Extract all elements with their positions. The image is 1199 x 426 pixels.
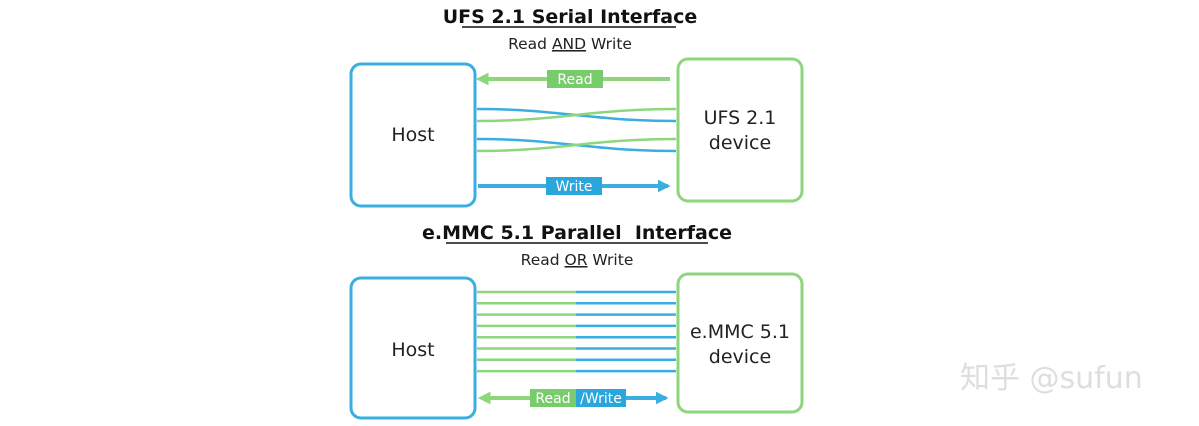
emmc-device-box xyxy=(676,272,804,414)
emmc-write-label: /Write xyxy=(580,391,622,407)
ufs-device-label-line1: UFS 2.1 xyxy=(704,107,777,129)
emmc-read-label-bg xyxy=(530,389,576,407)
ufs-serial-lanes xyxy=(476,107,677,153)
ufs-title: UFS 2.1 Serial Interface xyxy=(443,6,698,28)
ufs-lane-rx-2 xyxy=(476,137,677,153)
ufs-device-label-line2: device xyxy=(709,132,771,154)
emmc-subtitle-prefix: Read xyxy=(521,251,565,269)
emmc-write-label-bg xyxy=(576,389,626,407)
ufs-device-box xyxy=(676,57,804,203)
ufs-read-label: Read xyxy=(557,72,592,88)
emmc-device-label-line2: device xyxy=(709,346,771,368)
emmc-section: e.MMC 5.1 Parallel Interface Read OR Wri… xyxy=(349,222,804,420)
ufs-write-label-bg xyxy=(546,177,602,195)
ufs-write-label: Write xyxy=(556,179,593,195)
ufs-subtitle-prefix: Read xyxy=(508,35,552,53)
emmc-read-label: Read xyxy=(535,391,570,407)
emmc-subtitle: Read OR Write xyxy=(521,251,634,269)
ufs-section: UFS 2.1 Serial Interface Read AND Write … xyxy=(349,6,804,208)
emmc-subtitle-emph: OR xyxy=(565,251,588,269)
emmc-parallel-lanes xyxy=(477,290,676,373)
ufs-subtitle: Read AND Write xyxy=(508,35,632,53)
emmc-device-label-line1: e.MMC 5.1 xyxy=(690,321,790,343)
emmc-host-label: Host xyxy=(391,339,434,361)
ufs-lane-rx-1 xyxy=(476,107,677,123)
watermark: 知乎 @sufun xyxy=(960,361,1143,396)
ufs-read-label-bg xyxy=(547,70,603,88)
emmc-subtitle-suffix: Write xyxy=(588,251,634,269)
emmc-host-box xyxy=(349,276,477,420)
ufs-subtitle-suffix: Write xyxy=(586,35,632,53)
ufs-host-box xyxy=(349,62,477,208)
emmc-title: e.MMC 5.1 Parallel Interface xyxy=(422,222,732,244)
ufs-host-label: Host xyxy=(391,124,434,146)
ufs-subtitle-emph: AND xyxy=(552,35,586,53)
